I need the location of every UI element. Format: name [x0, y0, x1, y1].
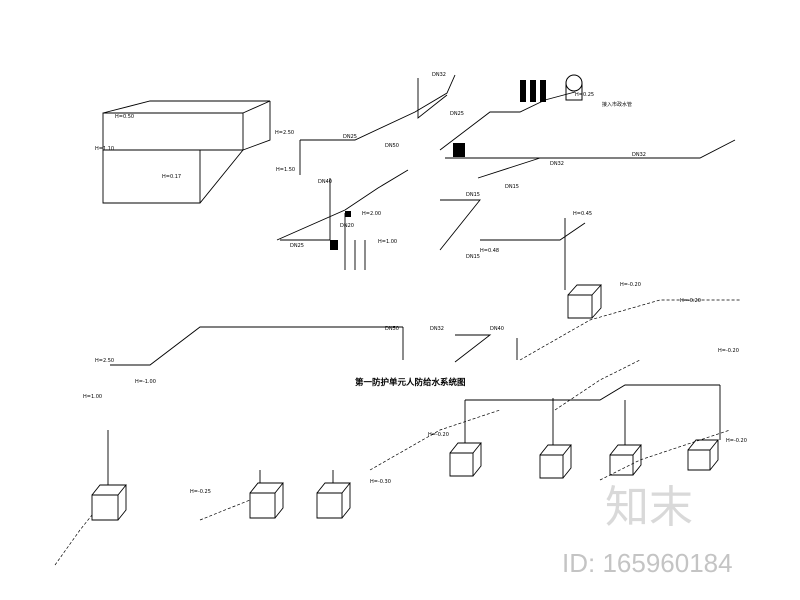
- label-hm020-a: H=-0.20: [620, 282, 641, 288]
- label-hm020-b: H=-0.20: [680, 298, 701, 304]
- label-city-water: 接入市政水管: [602, 101, 632, 108]
- label-h150: H=1.50: [276, 167, 295, 173]
- label-dn32-c: DN32: [550, 161, 564, 167]
- label-dn40-a: DN40: [318, 179, 332, 185]
- mid-branches: [439, 199, 481, 251]
- mid-run: [276, 169, 409, 241]
- branch-upper-right: [439, 91, 576, 151]
- label-hm020-e: H=-0.20: [428, 432, 449, 438]
- main-pipe-upper: [300, 74, 456, 141]
- label-dn25-a: DN25: [343, 134, 357, 140]
- label-dn32-d: DN32: [430, 326, 444, 332]
- label-dn25-c: DN25: [450, 111, 464, 117]
- label-dn15-b: DN15: [466, 254, 480, 260]
- mid-drop-1: [280, 178, 331, 241]
- tank-bottom-6: [609, 444, 642, 476]
- pipe-labels: DN25 DN25 DN25 DN32 DN32 DN32 DN32 DN40 …: [83, 72, 747, 495]
- branch-dn65: [477, 157, 541, 179]
- label-dn32-a: DN32: [432, 72, 446, 78]
- tank-right-center: [567, 284, 603, 319]
- label-h200: H=2.00: [362, 211, 381, 217]
- label-dn25-b: DN25: [290, 243, 304, 249]
- label-h050: H=0.50: [115, 114, 134, 120]
- tank-bottom-3: [316, 470, 351, 519]
- label-h100-a: H=1.00: [378, 239, 397, 245]
- label-dn15-c: DN15: [505, 184, 519, 190]
- label-h048: H=0.48: [480, 248, 499, 254]
- tank-bottom-7: [687, 439, 719, 471]
- label-hm020-c: H=-0.20: [718, 348, 739, 354]
- tank-bottom-2: [249, 470, 284, 519]
- label-dn32-b: DN32: [632, 152, 646, 158]
- label-hm030: H=-0.30: [370, 479, 391, 485]
- label-h045: H=0.45: [573, 211, 592, 217]
- label-hm020-d: H=-0.20: [726, 438, 747, 444]
- tank-bottom-4: [449, 400, 482, 477]
- lower-feed: [465, 384, 720, 401]
- label-h250-a: H=2.50: [275, 130, 294, 136]
- equipment-cluster-top: [330, 80, 546, 250]
- diagram-title: 第一防护单元人防给水系统图: [355, 377, 466, 388]
- watermark-logo: 知末: [605, 482, 693, 533]
- lower-branch: [454, 334, 492, 363]
- label-hm100: H=-1.00: [135, 379, 156, 385]
- water-tank-top-left: [102, 100, 271, 204]
- label-h100-b: H=1.00: [83, 394, 102, 400]
- label-h110: H=1.10: [95, 146, 114, 152]
- right-run: [480, 222, 586, 241]
- dashed-pipework: [54, 299, 740, 566]
- label-dn50-b: DN50: [385, 326, 399, 332]
- label-dn15-a: DN15: [466, 192, 480, 198]
- label-dn40-b: DN40: [490, 326, 504, 332]
- riser-top: [417, 78, 448, 119]
- label-h017: H=0.17: [162, 174, 181, 180]
- tank-cylinder: [565, 74, 583, 101]
- watermark-id: ID: 165960184: [562, 548, 733, 578]
- label-hm025: H=-0.25: [190, 489, 211, 495]
- label-h250-b: H=2.50: [95, 358, 114, 364]
- label-dn50-a: DN50: [385, 143, 399, 149]
- pipework: [91, 74, 736, 521]
- label-tank-a: H=0.25: [575, 92, 594, 98]
- tank-bottom-1: [91, 430, 127, 521]
- main-pipe-lower: [110, 326, 403, 366]
- branch-dn32: [445, 139, 736, 159]
- tank-bottom-5: [539, 398, 572, 479]
- label-dn20-a: DN20: [340, 223, 354, 229]
